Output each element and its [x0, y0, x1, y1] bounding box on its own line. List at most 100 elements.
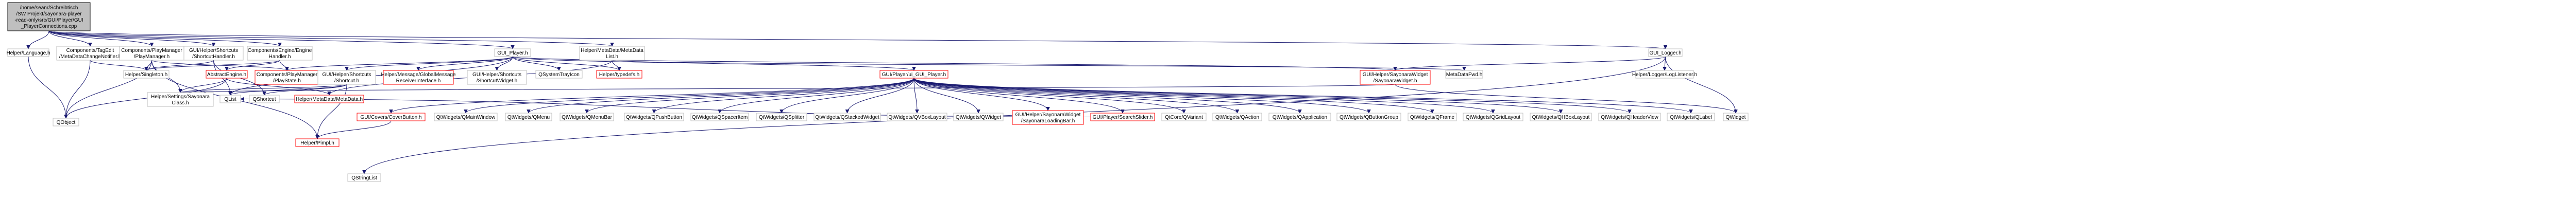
node-qstackedwidget[interactable]: QtWidgets/QStackedWidget	[814, 113, 881, 121]
node-playmanager[interactable]: Components/PlayManager/PlayManager.h	[119, 46, 184, 61]
header-nodes: /home/seanr/Schreibtisch/SW Projekt/sayo…	[6, 2, 1749, 182]
node-qpushbutton[interactable]: QtWidgets/QPushButton	[624, 113, 684, 121]
node-tagedit[interactable]: Components/TagEdit/MetaDataChangeNotifie…	[56, 46, 124, 61]
node-qsplitter[interactable]: QtWidgets/QSplitter	[756, 113, 807, 121]
node-label: Helper/Singleton.h	[125, 72, 167, 78]
node-label: QtWidgets/QFrame	[1410, 115, 1455, 120]
edge-enginehandler-to-singleton	[146, 60, 280, 71]
node-label: /PlayManager.h	[134, 54, 170, 60]
node-label: List.h	[606, 54, 618, 60]
node-qheaderview[interactable]: QtWidgets/QHeaderView	[1598, 113, 1661, 121]
edge-metadatalist-to-helpertypedefs	[612, 60, 619, 71]
node-label: /Shortcut.h	[334, 78, 359, 84]
node-box	[247, 46, 313, 61]
edge-guiplayer-to-shortcut	[347, 56, 513, 71]
node-box	[255, 70, 319, 85]
node-box	[596, 70, 642, 79]
node-qgridlayout[interactable]: QtWidgets/QGridLayout	[1463, 113, 1523, 121]
node-label: QSystemTrayIcon	[538, 72, 580, 78]
node-label: QtCore/QVariant	[1165, 115, 1203, 120]
node-label: GUI_Logger.h	[1649, 50, 1681, 56]
node-label: /SayonaraWidget.h	[1373, 78, 1417, 84]
node-qvboxlayout[interactable]: QtWidgets/QVBoxLayout	[887, 113, 947, 121]
node-qobject[interactable]: QObject	[53, 118, 79, 126]
node-qwidget[interactable]: QWidget	[1723, 113, 1749, 121]
edge-guiplayer-to-messagereceiver	[418, 56, 513, 71]
node-singleton[interactable]: Helper/Singleton.h	[123, 70, 170, 79]
node-box	[206, 70, 248, 79]
edge-uiplayer-to-qvboxlayout	[913, 78, 917, 113]
node-metadata[interactable]: Helper/MetaData/MetaData.h	[294, 95, 364, 103]
node-box	[347, 173, 381, 182]
node-box	[879, 70, 948, 79]
node-box	[953, 113, 1004, 121]
node-messagereceiver[interactable]: Helper/Message/GlobalMessageReceiverInte…	[381, 70, 456, 85]
node-label: GUI/Helper/Shortcuts	[322, 72, 371, 78]
node-abstractengine[interactable]: AbstractEngine.h	[206, 70, 248, 79]
edge-guiplayer-to-helpertypedefs	[512, 56, 619, 71]
node-qmainwindow[interactable]: QtWidgets/QMainWindow	[434, 113, 498, 121]
node-box	[7, 48, 49, 57]
node-language[interactable]: Helper/Language.h	[6, 48, 50, 57]
edge-uiplayer-to-searchslider	[913, 78, 1123, 114]
node-uiplayer[interactable]: GUI/Player/ui_GUI_Player.h	[879, 70, 948, 79]
node-loglistener[interactable]: Helper/Logger/LogListener.h	[1632, 70, 1697, 79]
node-qbuttongroup[interactable]: QtWidgets/QButtonGroup	[1336, 113, 1401, 121]
node-qhboxlayout[interactable]: QtWidgets/QHBoxLayout	[1530, 113, 1592, 121]
node-label: Components/Engine/Engine	[248, 48, 312, 53]
node-shortcuthandler[interactable]: GUI/Helper/Shortcuts/ShortcutHandler.h	[183, 46, 244, 61]
node-box	[357, 113, 426, 121]
node-qlist[interactable]: QList	[219, 95, 241, 103]
node-label: Components/PlayManager	[121, 48, 182, 53]
node-box	[7, 2, 91, 31]
node-qapplication[interactable]: QtWidgets/QApplication	[1268, 113, 1331, 121]
node-qspaceritem[interactable]: QtWidgets/QSpacerItem	[690, 113, 749, 121]
node-qvariant[interactable]: QtCore/QVariant	[1161, 113, 1207, 121]
node-qstringlist[interactable]: QStringList	[347, 173, 381, 182]
node-helperpimpl[interactable]: Helper/Pimpl.h	[295, 138, 340, 147]
node-sayonarawidget[interactable]: GUI/Helper/SayonaraWidget/SayonaraWidget…	[1360, 70, 1431, 85]
node-box	[1012, 110, 1084, 125]
node-qmenubar[interactable]: QtWidgets/QMenuBar	[560, 113, 614, 121]
edge-abstractengine-to-qobject	[66, 78, 227, 119]
edge-root-to-tagedit	[48, 30, 90, 47]
node-box	[1648, 48, 1683, 57]
node-label: QtWidgets/QMenu	[507, 115, 550, 120]
node-qshortcut[interactable]: QShortcut	[249, 95, 280, 103]
node-helpertypedefs[interactable]: Helper/typedefs.h	[596, 70, 642, 79]
node-label: -read-only/src/GUI/Player/GUI	[14, 17, 83, 23]
node-box	[624, 113, 684, 121]
node-loadingbar[interactable]: GUI/Helper/SayonaraWidget/SayonaraLoadin…	[1012, 110, 1084, 125]
edge-root-to-language	[28, 30, 49, 49]
edge-abstractengine-to-metadata	[226, 78, 329, 96]
node-root[interactable]: /home/seanr/Schreibtisch/SW Projekt/sayo…	[7, 2, 91, 31]
node-qmenu[interactable]: QtWidgets/QMenu	[505, 113, 552, 121]
edge-guilogger-to-qwidget	[1665, 56, 1736, 113]
node-coverbutton[interactable]: GUI/Covers/CoverButton.h	[357, 113, 426, 121]
node-box	[295, 138, 340, 147]
node-playstate[interactable]: Components/PlayManager/PlayState.h	[255, 70, 319, 85]
node-qaction[interactable]: QtWidgets/QAction	[1212, 113, 1262, 121]
edge-root-to-guilogger	[48, 30, 1666, 49]
node-qsystemtrayicon[interactable]: QSystemTrayIcon	[535, 70, 583, 79]
node-label: QStringList	[351, 175, 377, 181]
node-label: QtWidgets/QButtonGroup	[1340, 115, 1398, 120]
node-box	[1268, 113, 1331, 121]
node-searchslider[interactable]: GUI/Player/SearchSlider.h	[1090, 113, 1155, 121]
node-metadatafwd[interactable]: MetaDataFwd.h	[1445, 70, 1483, 79]
node-box	[1667, 113, 1715, 121]
node-qlabel[interactable]: QtWidgets/QLabel	[1667, 113, 1715, 121]
edge-guiplayer-to-sayonarawidget	[512, 56, 1395, 71]
edge-guilogger-to-sayonarawidget	[1395, 56, 1666, 71]
node-guilogger[interactable]: GUI_Logger.h	[1648, 48, 1683, 57]
node-guiplayer[interactable]: GUI_Player.h	[494, 48, 531, 57]
node-box	[249, 95, 280, 103]
node-shortcut[interactable]: GUI/Helper/Shortcuts/Shortcut.h	[317, 70, 376, 85]
node-box	[1463, 113, 1523, 121]
node-qframe[interactable]: QtWidgets/QFrame	[1408, 113, 1457, 121]
node-shortcutwidget[interactable]: GUI/Helper/Shortcuts/ShortcutWidget.h	[467, 70, 527, 85]
node-qwidget_w[interactable]: QtWidgets/QWidget	[953, 113, 1004, 121]
